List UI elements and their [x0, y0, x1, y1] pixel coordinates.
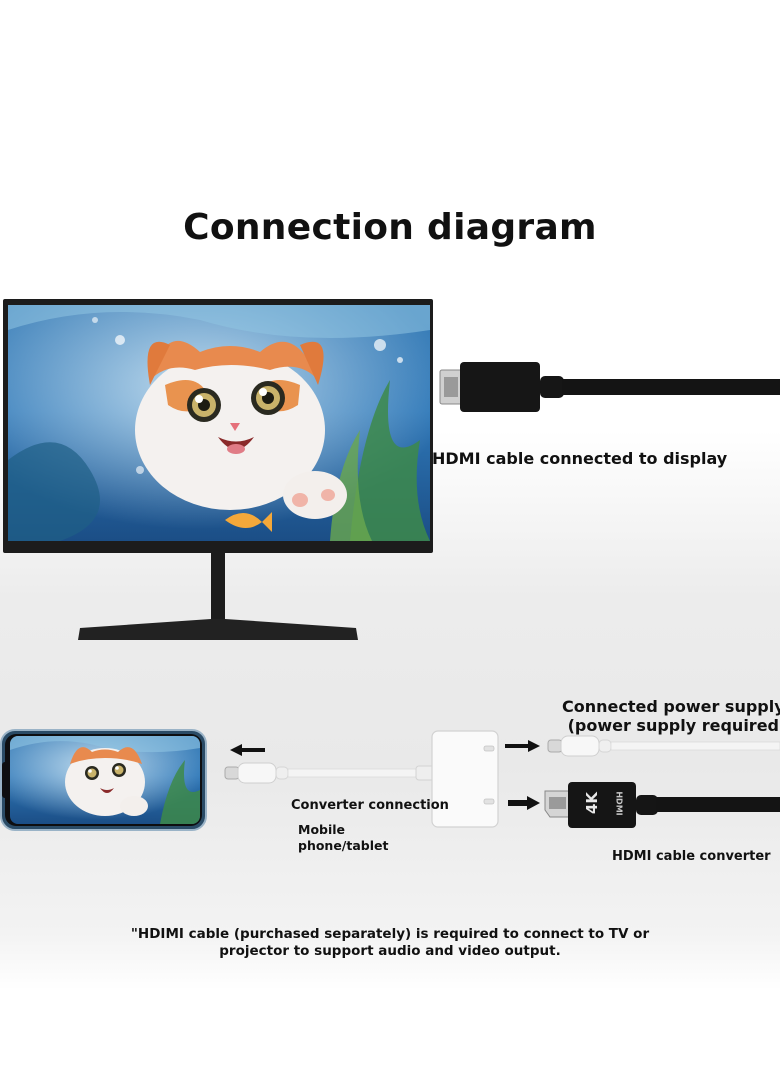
power-lightning-cable — [547, 735, 780, 757]
page-title: Connection diagram — [183, 207, 597, 248]
hdmi-plug-brand-label: HDMI — [614, 791, 624, 816]
monitor — [3, 299, 433, 640]
monitor-screen — [8, 305, 430, 541]
cat-icon — [135, 340, 347, 519]
footnote: "HDIMI cable (purchased separately) is r… — [130, 926, 650, 959]
label-hdmi-cable-converter: HDMI cable converter — [612, 849, 771, 864]
hdmi-4k-cable — [544, 782, 780, 828]
label-power-supply: Connected power supply (power supply req… — [562, 697, 780, 735]
phone-notch — [2, 762, 8, 798]
monitor-stand-base — [78, 619, 358, 640]
goldfish-icon — [225, 512, 272, 532]
label-mobile-phone-tablet: Mobile phone/tablet — [298, 822, 389, 853]
arrow-right-icon — [505, 740, 540, 752]
hdmi-plug-4k-label: 4K — [583, 791, 601, 815]
hdmi-cable-display — [439, 362, 780, 412]
hdmi-cable-line — [562, 379, 780, 395]
phone — [0, 729, 207, 831]
label-converter-connection: Converter connection — [291, 798, 449, 813]
phone-cat-icon — [65, 747, 148, 816]
adapter-box — [431, 730, 499, 828]
lightning-cable-phone — [224, 762, 435, 784]
arrow-left-icon — [230, 744, 265, 756]
hdmi-plug-4k — [568, 782, 636, 828]
label-hdmi-to-display: HDMI cable connected to display — [432, 449, 728, 468]
hdmi-plug-display — [460, 362, 540, 412]
adapter-hdmi-port — [483, 798, 495, 805]
seaweed-icon — [350, 380, 430, 541]
phone-screen — [10, 736, 200, 824]
monitor-stand-neck — [211, 553, 225, 625]
arrow-right-icon — [508, 796, 540, 810]
adapter-lightning-port — [483, 745, 495, 752]
